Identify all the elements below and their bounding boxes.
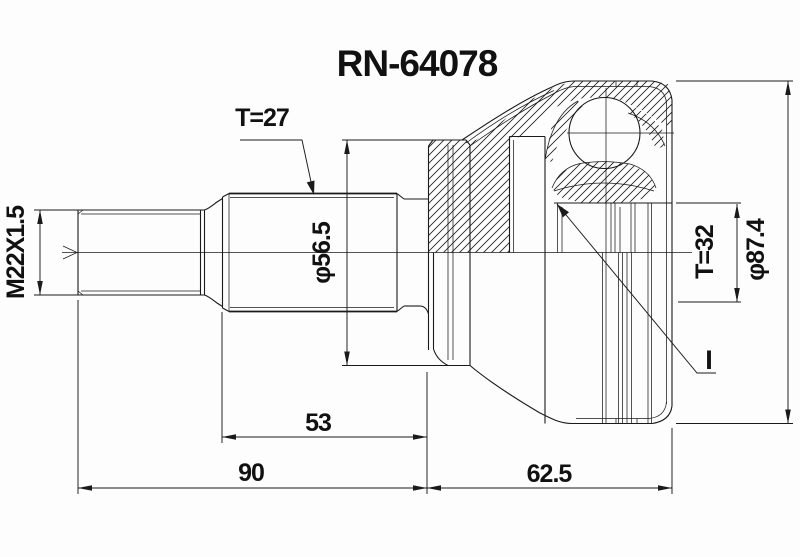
dimension-lines [34,80,793,494]
joint-length-label: 62.5 [527,460,573,488]
shaft-length-label: 90 [238,459,264,487]
outer-diameter-label: φ87.4 [742,218,770,281]
spline-length-label: 53 [305,409,331,437]
outer-spline-teeth-label: T=27 [235,104,289,132]
labels: RN-64078 T=27 M22X1.5 φ56.5 T=32 φ87.4 5… [2,43,770,488]
callout-label: I [705,345,713,375]
part-number-title: RN-64078 [337,43,498,84]
thread-dimension-label: M22X1.5 [2,205,30,299]
centerlines [62,88,692,424]
inner-spline-teeth-label: T=32 [691,225,719,279]
section-hatching [428,81,672,253]
boot-groove-diameter-label: φ56.5 [308,221,336,284]
